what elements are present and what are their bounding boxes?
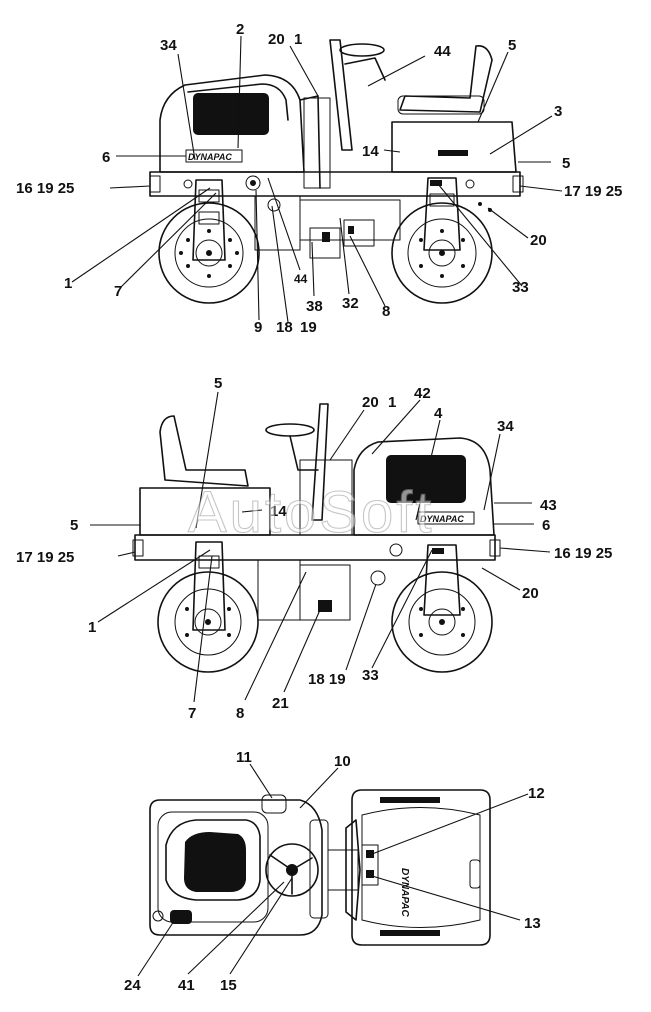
brand-decal-left: DYNAPAC	[188, 152, 232, 162]
callout-44b: 44	[294, 272, 308, 286]
callout-13: 13	[524, 915, 541, 932]
callout-17-19-25: 17 19 25	[16, 549, 74, 566]
side-view-left: DYNAPAC	[16, 21, 622, 336]
callout-34: 34	[497, 418, 514, 435]
callout-10: 10	[334, 753, 351, 770]
callout-42: 42	[414, 385, 431, 402]
callout-33: 33	[512, 279, 529, 296]
callout-9: 9	[254, 319, 262, 336]
rear-drum	[391, 202, 493, 304]
callout-8: 8	[382, 303, 390, 320]
callout-17-19-25: 17 19 25	[564, 183, 622, 200]
callout-1: 1	[294, 31, 302, 48]
callout-19: 19	[300, 319, 317, 336]
watermark: AutoSoft	[188, 480, 434, 545]
brand-decal-right: DYNAPAC	[420, 514, 464, 524]
callout-12: 12	[528, 785, 545, 802]
callout-11: 11	[236, 749, 252, 766]
callout-14: 14	[362, 143, 379, 160]
callout-1b: 1	[88, 619, 96, 636]
callout-20: 20	[362, 394, 379, 411]
callout-16-19-25: 16 19 25	[554, 545, 612, 562]
callout-7: 7	[114, 283, 122, 300]
callout-34: 34	[160, 37, 177, 54]
callout-21: 21	[272, 695, 289, 712]
callout-1b: 1	[64, 275, 72, 292]
callout-32: 32	[342, 295, 359, 312]
callout-2: 2	[236, 21, 244, 38]
callout-5b: 5	[70, 517, 78, 534]
callout-24: 24	[124, 977, 141, 994]
callout-44: 44	[434, 43, 451, 60]
callout-20: 20	[268, 31, 285, 48]
callout-18: 18	[276, 319, 293, 336]
callout-38: 38	[306, 298, 323, 315]
callout-16-19-25: 16 19 25	[16, 180, 74, 197]
callout-20b: 20	[530, 232, 547, 249]
hood-window	[193, 93, 269, 135]
callout-5: 5	[508, 37, 516, 54]
callout-41: 41	[178, 977, 195, 994]
callout-43: 43	[540, 497, 557, 514]
callout-18-19: 18 19	[308, 671, 346, 688]
callout-33: 33	[362, 667, 379, 684]
callout-6: 6	[542, 517, 550, 534]
front-drum	[158, 202, 260, 304]
callout-20b: 20	[522, 585, 539, 602]
callout-3: 3	[554, 103, 562, 120]
brand-decal-top: DYNAPAC	[399, 868, 410, 917]
callout-7: 7	[188, 705, 196, 722]
callout-15: 15	[220, 977, 237, 994]
callout-14: 14	[270, 503, 287, 520]
callout-4: 4	[434, 405, 443, 422]
top-view: DYNAPAC 11 10 12 13 24 41 15	[124, 749, 545, 994]
side-view-right: DYNAPAC	[16, 375, 612, 722]
callout-5: 5	[214, 375, 222, 392]
callout-5b: 5	[562, 155, 570, 172]
callout-6: 6	[102, 149, 110, 166]
callout-8: 8	[236, 705, 244, 722]
callout-1: 1	[388, 394, 396, 411]
